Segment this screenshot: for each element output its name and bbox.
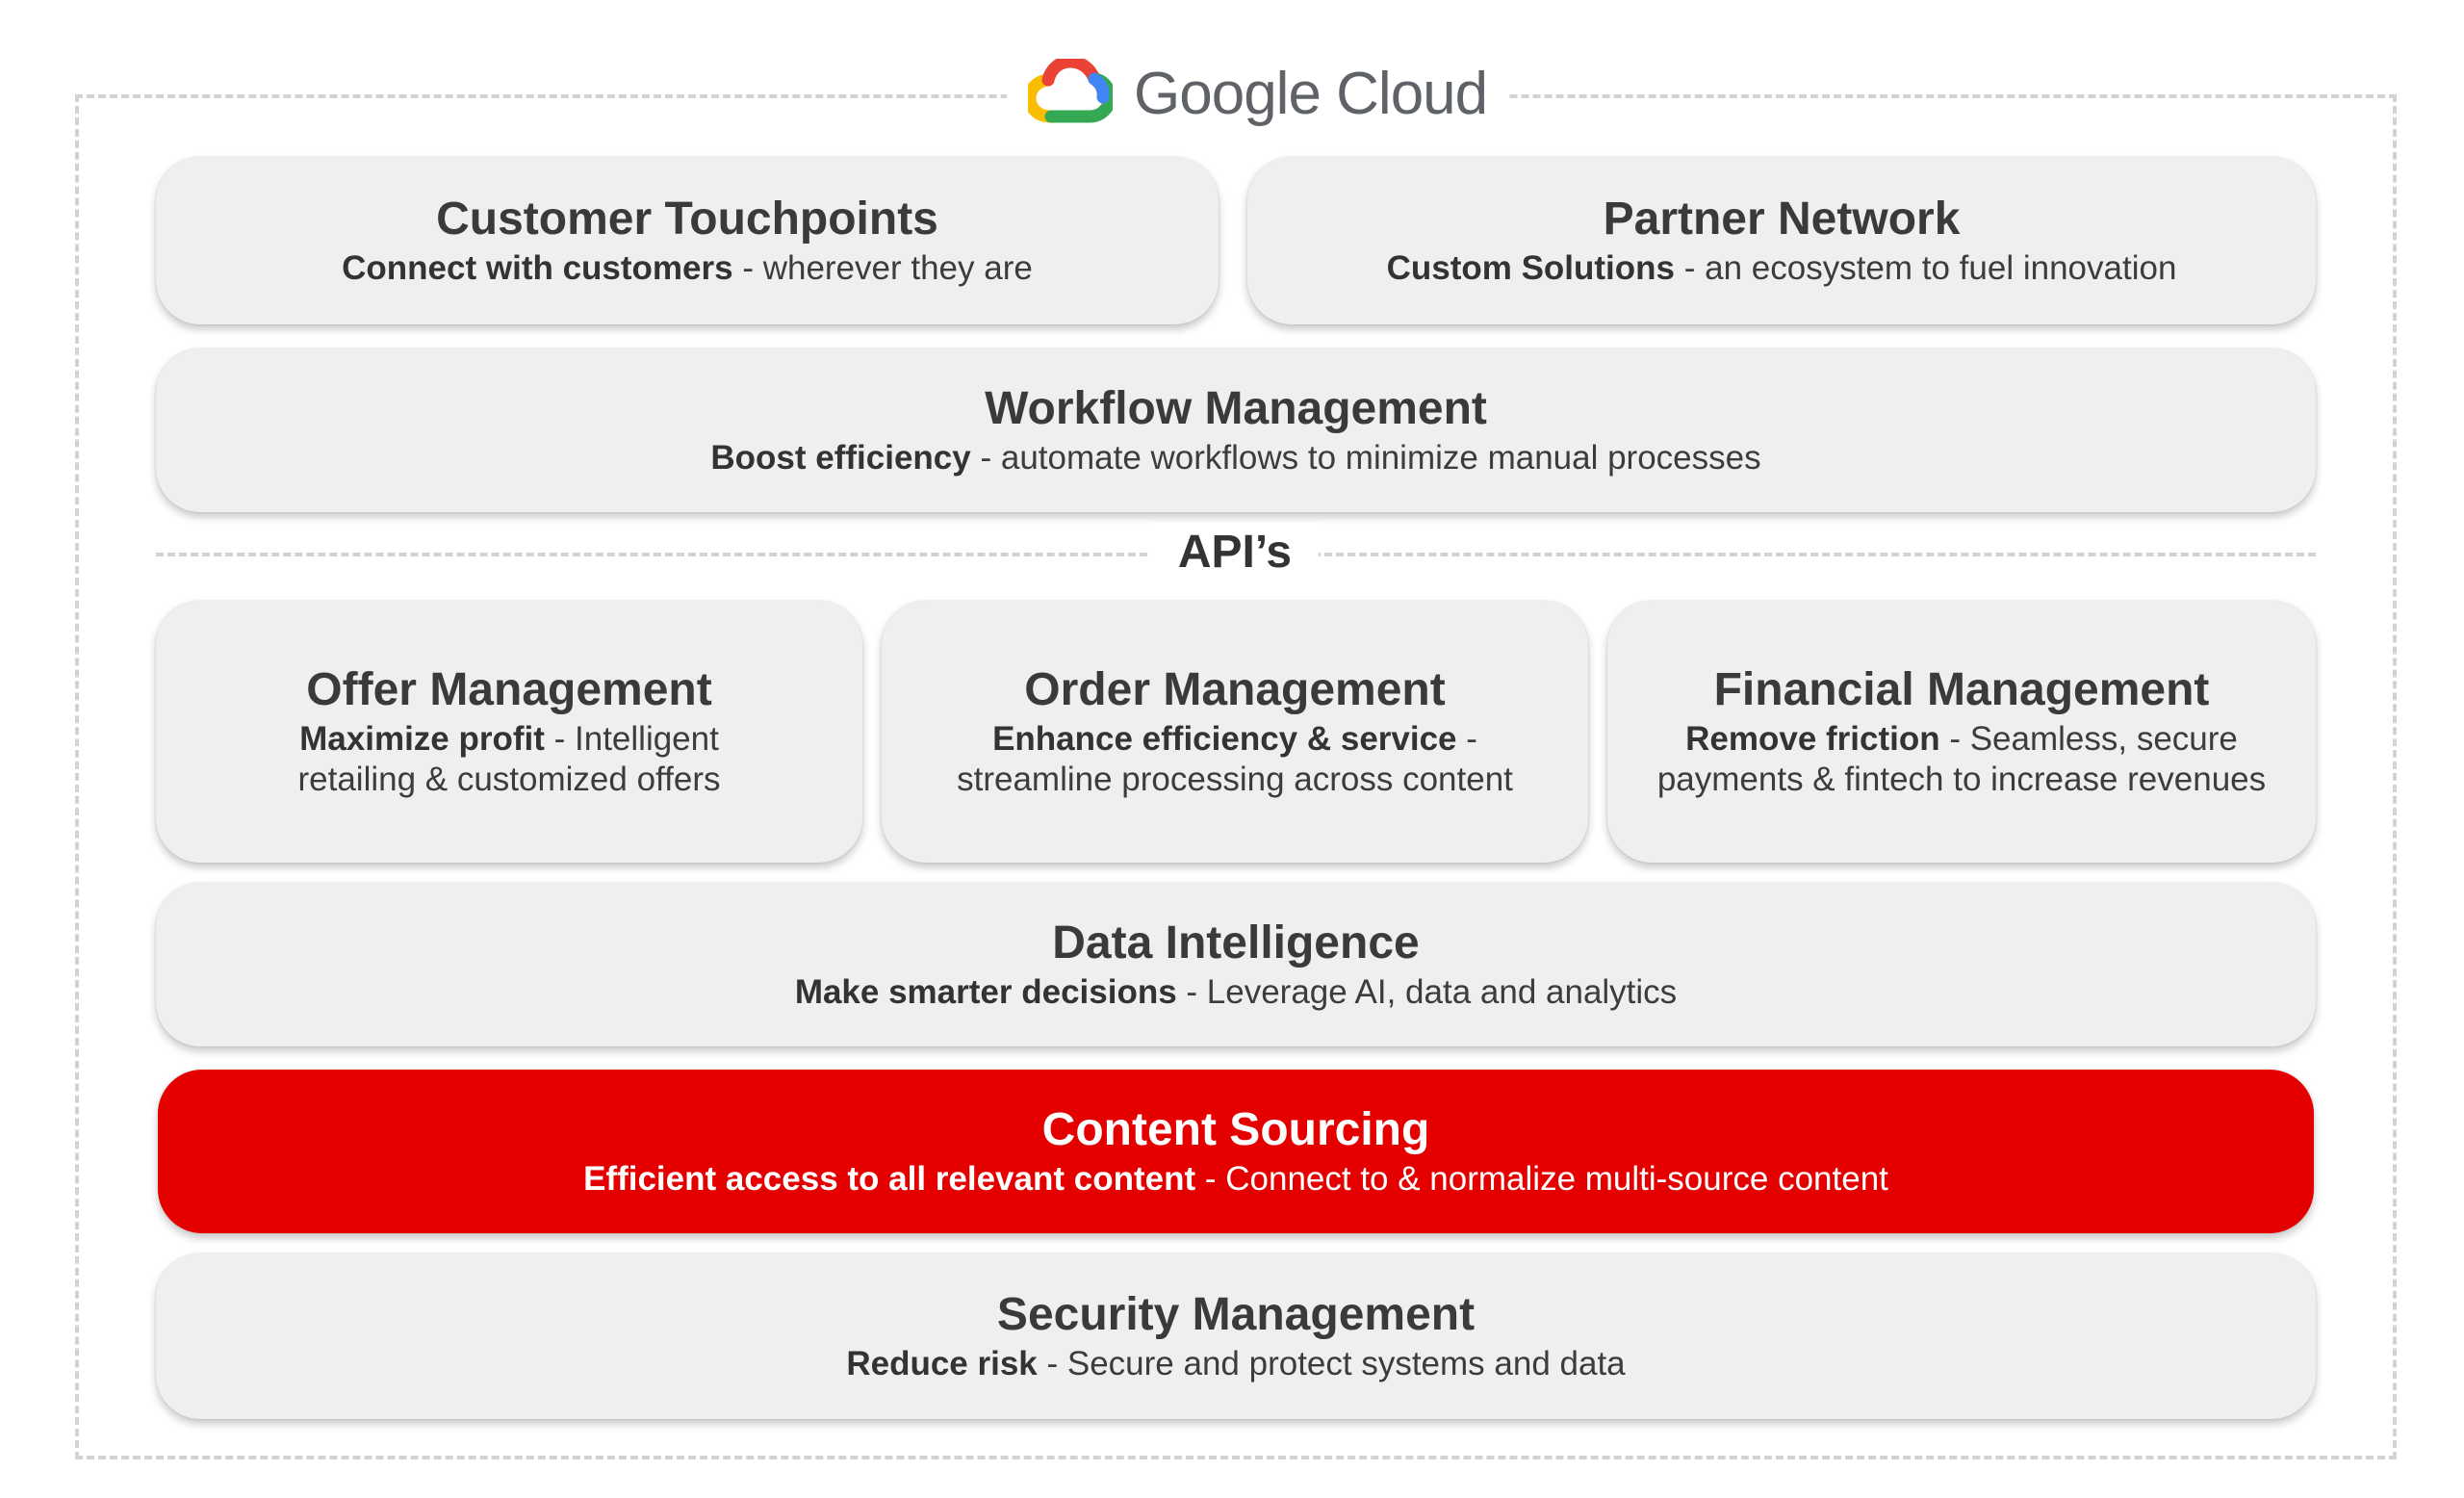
card-title: Customer Touchpoints [436,194,938,245]
google-cloud-wordmark: Google Cloud [1134,60,1488,127]
google-cloud-logo: Google Cloud [1007,37,1509,150]
card-description: Maximize profit - Intelligent retailing … [297,720,721,798]
security-management-card: Security Management Reduce risk - Secure… [156,1253,2316,1419]
card-title: Content Sourcing [1041,1104,1430,1155]
card-description: Efficient access to all relevant content… [583,1160,1888,1198]
card-description: Remove friction - Seamless, secure payme… [1656,720,2267,798]
content-sourcing-card: Content Sourcing Efficient access to all… [158,1070,2314,1233]
card-title: Workflow Management [985,383,1487,434]
api-label: API’s [1151,523,1319,582]
card-description: Boost efficiency - automate workflows to… [710,439,1761,477]
card-title: Partner Network [1603,194,1961,245]
offer-management-card: Offer Management Maximize profit - Intel… [156,601,862,863]
card-title: Financial Management [1713,664,2210,715]
card-description: Enhance efficiency & service - streamlin… [957,720,1513,798]
card-title: Data Intelligence [1052,917,1420,969]
card-title: Security Management [996,1289,1476,1340]
card-description: Reduce risk - Secure and protect systems… [846,1345,1626,1382]
card-description: Connect with customers - wherever they a… [342,249,1033,287]
customer-touchpoints-card: Customer Touchpoints Connect with custom… [156,157,1219,324]
card-description: Make smarter decisions - Leverage AI, da… [794,973,1678,1011]
card-title: Offer Management [306,664,712,715]
google-cloud-icon [1028,59,1113,123]
data-intelligence-card: Data Intelligence Make smarter decisions… [156,883,2316,1046]
card-description: Custom Solutions - an ecosystem to fuel … [1386,249,2177,287]
card-title: Order Management [1024,664,1446,715]
workflow-management-card: Workflow Management Boost efficiency - a… [156,349,2316,512]
partner-network-card: Partner Network Custom Solutions - an ec… [1247,157,2316,324]
financial-management-card: Financial Management Remove friction - S… [1607,601,2316,863]
order-management-card: Order Management Enhance efficiency & se… [882,601,1588,863]
